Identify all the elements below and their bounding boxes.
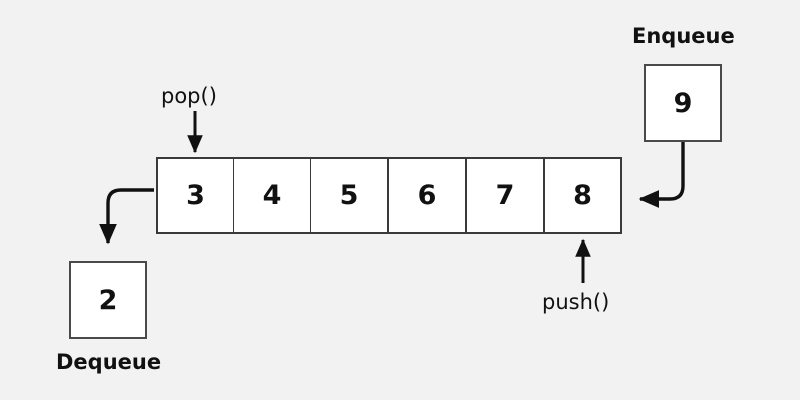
push-label: push() [542,290,610,314]
enqueue-box[interactable]: 9 [644,64,722,142]
queue-cell-3[interactable]: 6 [388,157,466,234]
queue-cell-0[interactable]: 3 [156,157,234,234]
dequeue-caption: Dequeue [56,350,162,374]
dequeue-box[interactable]: 2 [69,261,147,339]
enqueue-arrow [638,142,685,208]
queue-cell-2[interactable]: 5 [310,157,388,234]
dequeue-arrow [99,188,154,245]
queue-cell-1[interactable]: 4 [233,157,311,234]
queue-cell-5[interactable]: 8 [544,157,622,234]
enqueue-caption: Enqueue [632,24,735,48]
pop-label: pop() [161,84,217,108]
queue-cell-4[interactable]: 7 [466,157,544,234]
